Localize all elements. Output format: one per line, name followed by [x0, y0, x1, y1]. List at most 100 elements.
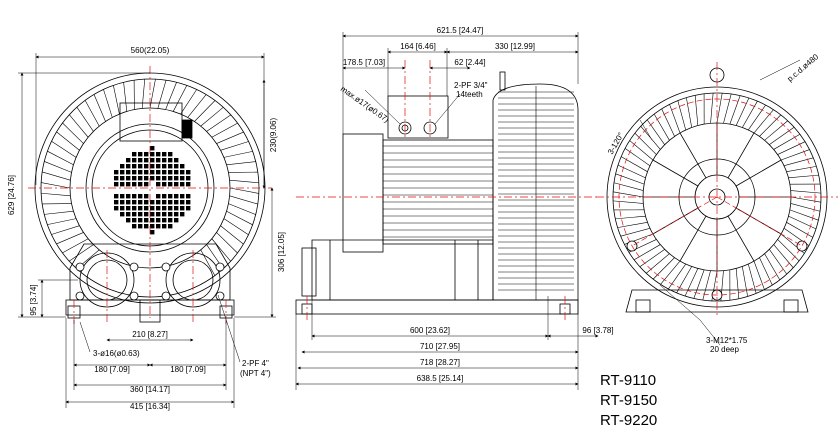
grill-cell — [132, 152, 137, 157]
grill-cell — [114, 194, 119, 199]
grill-cell — [186, 182, 191, 187]
grill-cell — [114, 206, 119, 211]
grill-cell — [180, 200, 185, 205]
fin-line — [716, 93, 723, 124]
grill-cell — [132, 164, 137, 169]
back-mount-hole — [796, 240, 808, 252]
fin-line — [735, 159, 782, 187]
fin-line — [679, 215, 707, 262]
grill-cell — [162, 206, 167, 211]
front-dim-lower: 306 [12.05] — [277, 232, 286, 272]
fin-line — [103, 89, 113, 118]
grill-cell — [138, 158, 143, 163]
fin-line — [652, 159, 699, 187]
fin-line — [790, 190, 821, 194]
fin-line — [759, 114, 782, 137]
fin-line — [56, 131, 80, 151]
fin-line — [780, 149, 810, 161]
grill-cell — [120, 170, 125, 175]
fin-line — [44, 210, 74, 215]
side-motor-fins — [383, 145, 493, 238]
fin-line — [669, 104, 681, 134]
front-pipe-label-2: (NPT 4") — [240, 369, 271, 378]
fin-line — [229, 179, 259, 184]
grill-cell — [168, 176, 173, 181]
grill-cell — [126, 182, 131, 187]
grill-cell — [162, 176, 167, 181]
fin-line — [223, 151, 253, 158]
front-bolt — [75, 262, 85, 272]
side-terminal-box — [387, 95, 449, 139]
grill-cell — [138, 152, 143, 157]
grill-cell — [168, 206, 173, 211]
side-dim-710: 710 [27.95] — [420, 342, 460, 351]
grill-cell — [138, 218, 143, 223]
front-bolt — [161, 262, 171, 272]
grill-cell — [156, 164, 161, 169]
fin-line — [786, 222, 813, 238]
fin-line — [753, 260, 765, 290]
grill-cell — [168, 200, 173, 205]
front-terminal-box — [119, 102, 183, 142]
grill-cell — [120, 200, 125, 205]
side-conduit-pf: 2-PF 3/4" — [454, 81, 488, 90]
fin-line — [41, 182, 71, 189]
grill-cell — [156, 206, 161, 211]
side-blower-casing — [492, 83, 579, 301]
grill-cell — [126, 200, 131, 205]
grill-cell — [174, 218, 179, 223]
grill-cell — [150, 218, 155, 223]
fin-line — [677, 100, 687, 131]
grill-cell — [162, 182, 167, 187]
side-dim-164: 164 [6.46] — [400, 42, 436, 51]
grill-cell — [186, 170, 191, 175]
grill-cell — [174, 158, 179, 163]
fin-line — [206, 114, 231, 132]
grill-cell — [168, 170, 173, 175]
front-bolt — [129, 262, 139, 272]
front-dim-upper: 230(9.06) — [269, 118, 278, 153]
model-label: RT-9110 — [600, 372, 657, 389]
fin-line — [652, 257, 675, 280]
front-dim-height: 629 [24.76] — [7, 175, 16, 215]
front-cooling-fins — [41, 79, 259, 276]
side-conduit-teeth: 14teeth — [456, 90, 483, 99]
grill-cell — [162, 212, 167, 217]
back-cooling-fins — [613, 93, 821, 301]
fin-line — [769, 249, 788, 275]
model-label: RT-9150 — [600, 392, 658, 409]
side-dim-62: 62 [2.44] — [454, 58, 485, 67]
fin-line — [172, 85, 188, 112]
grill-cell — [150, 170, 155, 175]
side-silencer — [311, 239, 494, 301]
grill-cell — [150, 230, 155, 235]
fin-line — [710, 93, 714, 124]
grill-cell — [114, 182, 119, 187]
grill-cell — [126, 218, 131, 223]
back-centerlines — [596, 62, 838, 318]
fin-line — [735, 97, 750, 126]
fin-line — [226, 161, 256, 166]
fin-line — [211, 122, 238, 138]
fin-line — [157, 80, 167, 109]
grill-cell — [132, 212, 137, 217]
grill-cell — [150, 224, 155, 229]
grill-cell — [144, 158, 149, 163]
front-fin-inner-ring — [69, 107, 231, 269]
grill-cell — [120, 164, 125, 169]
fin-line — [686, 97, 692, 128]
front-bolt — [161, 291, 171, 301]
grill-cell — [144, 164, 149, 169]
fin-line — [788, 174, 819, 179]
front-terminal-cable-gland — [181, 119, 193, 139]
grill-cell — [174, 200, 179, 205]
grill-cell — [138, 182, 143, 187]
side-dimension-text: 621.5 [24.47] 164 [6.46] 330 [12.99] 178… — [339, 26, 614, 383]
grill-cell — [144, 182, 149, 187]
grill-cell — [126, 164, 131, 169]
fin-line — [41, 192, 71, 197]
grill-cell — [162, 158, 167, 163]
fin-line — [748, 104, 766, 131]
grill-cell — [150, 206, 155, 211]
